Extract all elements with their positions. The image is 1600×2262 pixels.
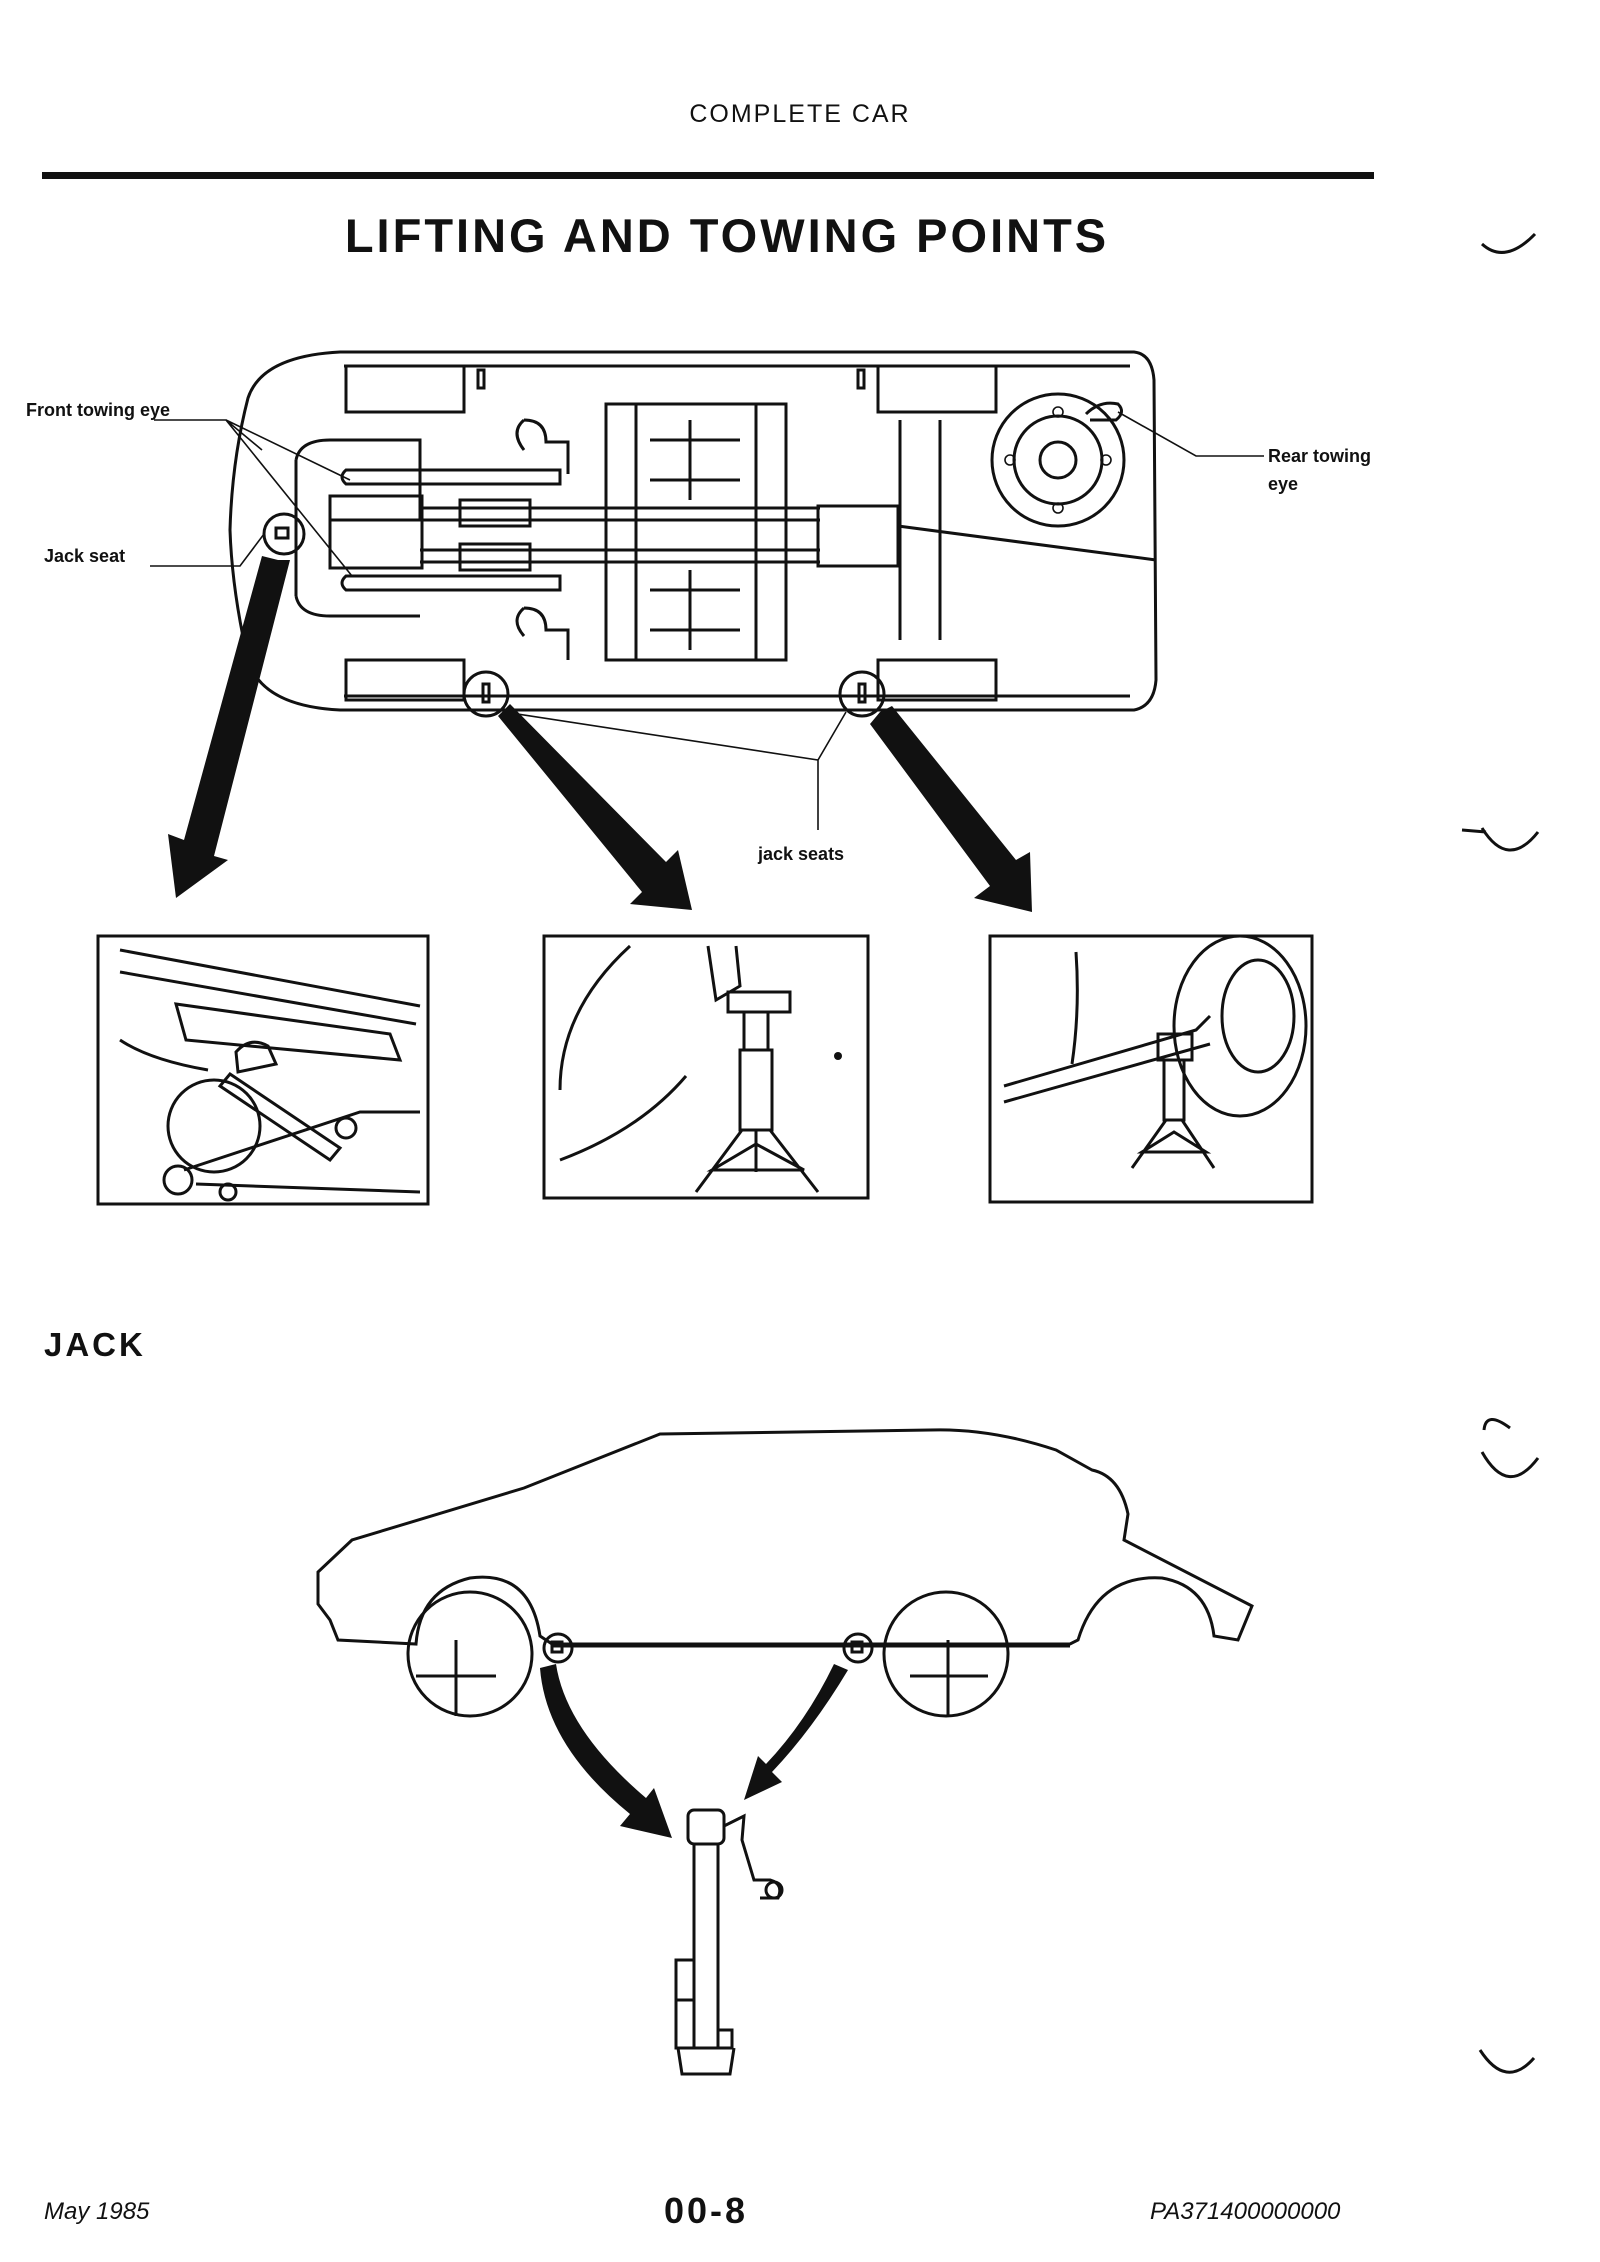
car-side-profile [316,1428,1254,1838]
label-jack-seat: Jack seat [44,546,126,566]
page-title: LIFTING AND TOWING POINTS [344,209,1110,262]
jack-tool-illustration [674,1808,784,2076]
jack-heading: JACK [44,1326,146,1363]
jack-seat-right-marker [838,670,886,718]
panel-left-jack-seat [542,934,870,1200]
car-underbody-diagram [150,350,1264,912]
footer-code: PA371400000000 [1150,2198,1341,2225]
footer-page-number: 00-8 [664,2190,749,2231]
footer-date: May 1985 [44,2198,150,2225]
label-jack-seats: jack seats [758,844,845,864]
jack-seat-left-marker [462,670,510,718]
binder-hole-marks [1461,232,1540,2074]
panel-front-jack-seat [96,934,430,1206]
panel-right-jack-seat [988,934,1314,1204]
label-rear-towing-eye: Rear towing eye [1268,446,1372,494]
header-rule [42,172,1374,179]
jack-seat-front-marker [262,512,306,556]
section-header: COMPLETE CAR [689,100,911,128]
label-front-towing-eye: Front towing eye [26,400,170,420]
